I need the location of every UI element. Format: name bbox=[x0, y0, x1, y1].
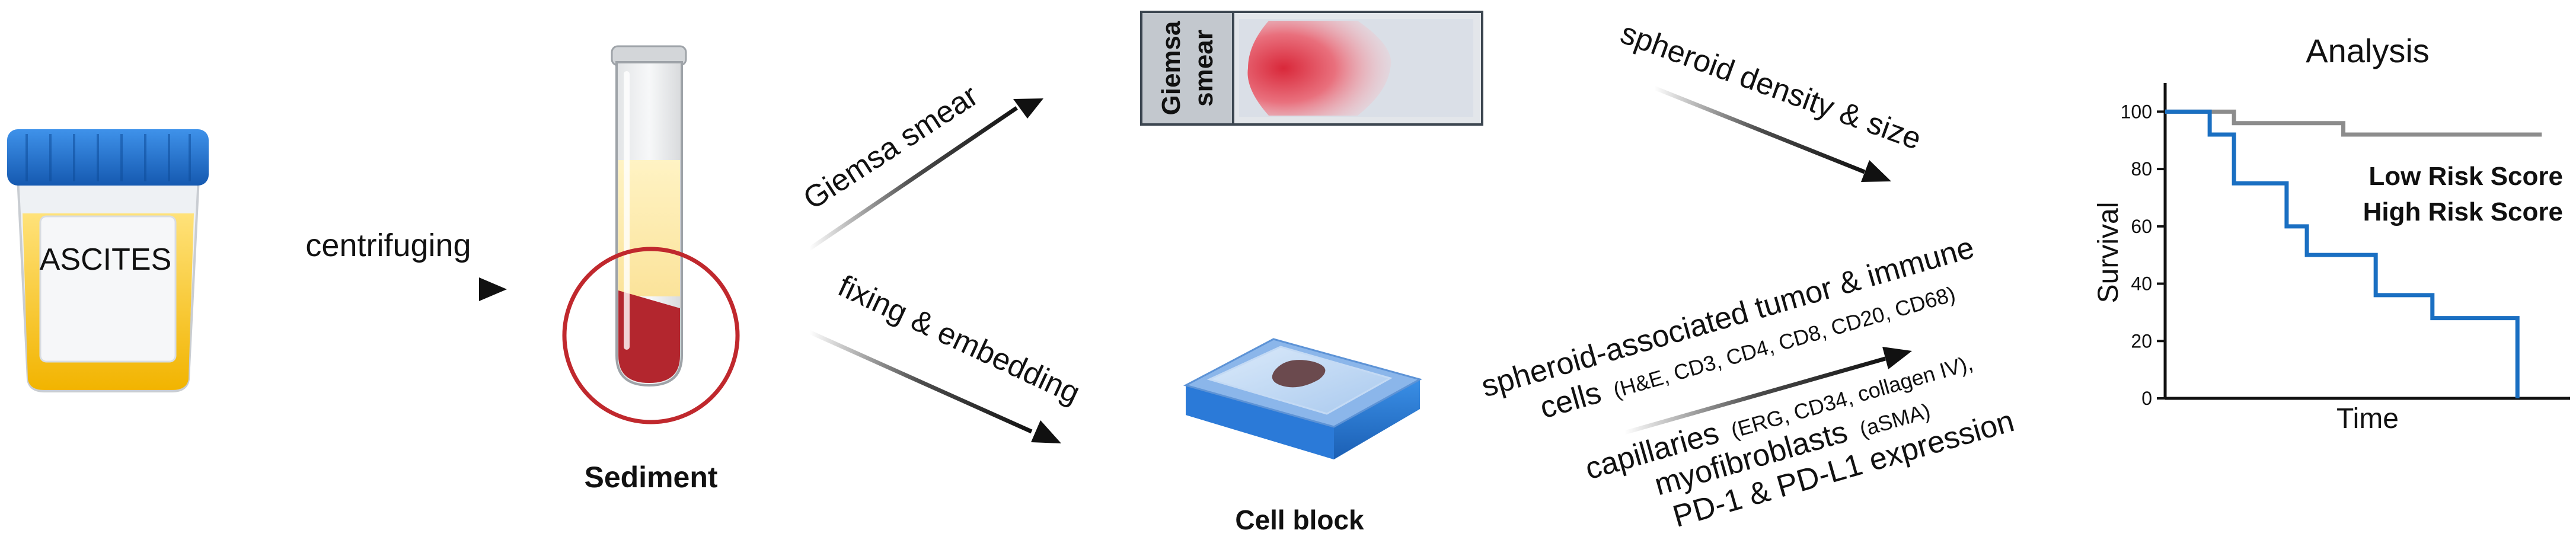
y-axis-label: Survival bbox=[2093, 202, 2124, 304]
ascites-jar-icon bbox=[7, 129, 209, 392]
y-tick-label-0: 0 bbox=[2141, 388, 2152, 409]
y-tick-label-60: 60 bbox=[2131, 216, 2152, 237]
test-tube-icon bbox=[611, 45, 687, 387]
cell-block-label: Cell block bbox=[1235, 504, 1364, 535]
ihc-arrow bbox=[1624, 347, 1912, 435]
y-tick-label-80: 80 bbox=[2131, 158, 2152, 180]
giemsa-slide-icon bbox=[1140, 11, 1483, 126]
y-tick-label-20: 20 bbox=[2131, 330, 2152, 352]
centrifuging-label: centrifuging bbox=[305, 228, 471, 263]
sediment-highlight-circle bbox=[562, 247, 740, 424]
fixing-embedding-label: fixing & embedding bbox=[833, 269, 1085, 410]
sediment-label: Sediment bbox=[584, 461, 717, 494]
giemsa-slide-label-line1: Giemsa bbox=[1157, 21, 1186, 116]
giemsa-smear-arrow bbox=[808, 98, 1043, 251]
centrifuging-arrow bbox=[270, 277, 507, 301]
x-axis-label: Time bbox=[2336, 403, 2399, 435]
chart-title: Analysis bbox=[2306, 32, 2430, 69]
spheroid-density-arrow bbox=[1653, 85, 1891, 182]
y-tick-label-100: 100 bbox=[2121, 101, 2152, 122]
cell-block-icon bbox=[1183, 338, 1422, 459]
fixing-embedding-arrow bbox=[808, 330, 1061, 443]
ascites-label: ASCITES bbox=[40, 242, 172, 277]
giemsa-slide-label-line2: smear bbox=[1189, 30, 1218, 107]
legend-high-risk-score: High Risk Score bbox=[2363, 197, 2563, 226]
series-line-low-risk-score bbox=[2165, 109, 2542, 137]
legend-low-risk-score: Low Risk Score bbox=[2368, 162, 2563, 191]
series-line-high-risk-score bbox=[2165, 109, 2520, 398]
y-tick-label-40: 40 bbox=[2131, 273, 2152, 295]
